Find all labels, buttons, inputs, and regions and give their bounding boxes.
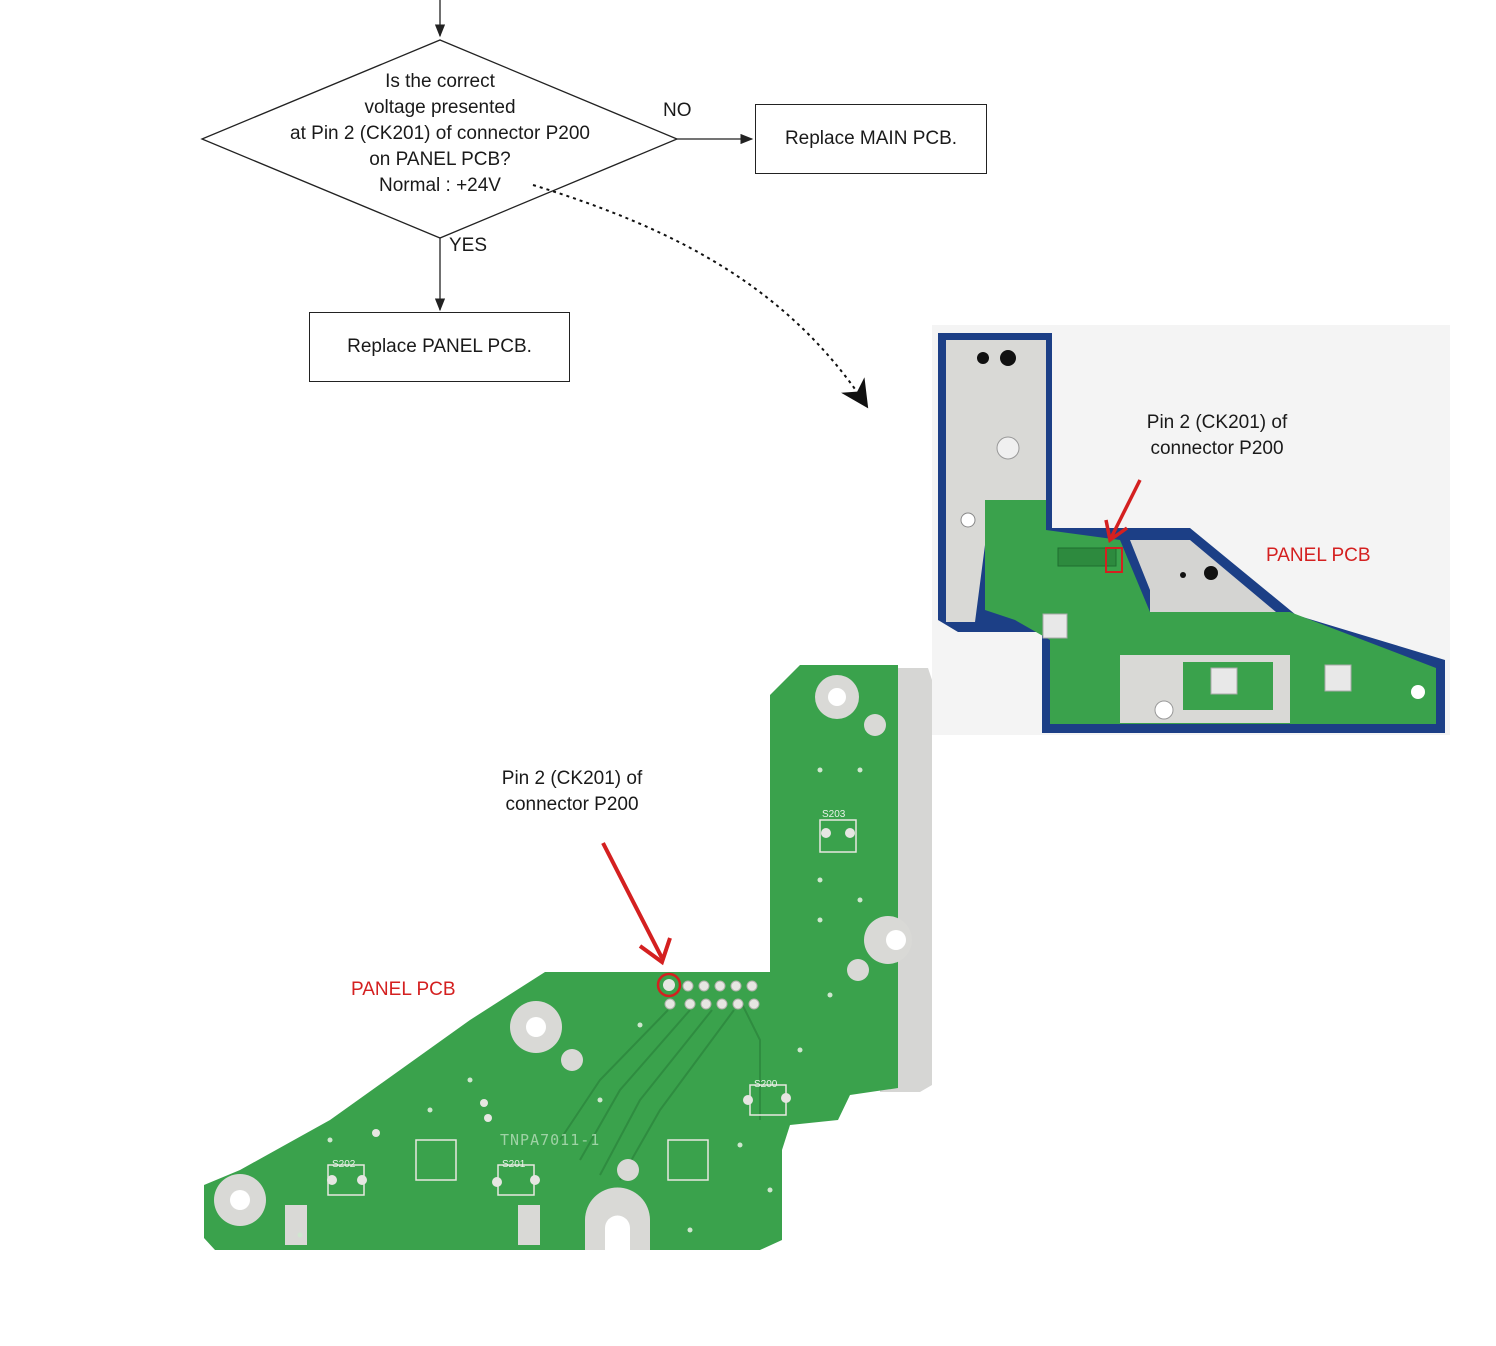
decision-line: Normal : +24V: [379, 175, 501, 196]
replace-main-pcb-box: Replace MAIN PCB.: [755, 104, 987, 174]
callout-line: Pin 2 (CK201) of: [501, 768, 643, 789]
no-label: NO: [663, 100, 692, 121]
silkscreen-s201: S201: [502, 1159, 526, 1170]
callout-line: connector P200: [1150, 438, 1284, 459]
silkscreen-s200: S200: [754, 1079, 778, 1090]
callout-line: Pin 2 (CK201) of: [1146, 412, 1288, 433]
top-callout: Pin 2 (CK201) of connector P200: [1117, 410, 1317, 462]
callout-line: connector P200: [505, 794, 639, 815]
bottom-panel-pcb-label: PANEL PCB: [351, 979, 456, 1000]
decision-line: on PANEL PCB?: [369, 149, 511, 170]
bottom-callout: Pin 2 (CK201) of connector P200: [472, 766, 672, 818]
decision-text: Is the correct voltage presented at Pin …: [240, 69, 640, 199]
decision-line: voltage presented: [364, 97, 516, 118]
decision-line: Is the correct: [385, 71, 495, 92]
yes-label: YES: [449, 235, 488, 256]
silkscreen-s203: S203: [822, 809, 846, 820]
silkscreen-part-number: TNPA7011-1: [500, 1131, 601, 1149]
replace-panel-pcb-box: Replace PANEL PCB.: [309, 312, 570, 382]
decision-line: at Pin 2 (CK201) of connector P200: [290, 123, 590, 144]
top-panel-pcb-label: PANEL PCB: [1266, 545, 1371, 566]
silkscreen-s202: S202: [332, 1159, 356, 1170]
dotted-pointer-arrow: [532, 184, 869, 409]
